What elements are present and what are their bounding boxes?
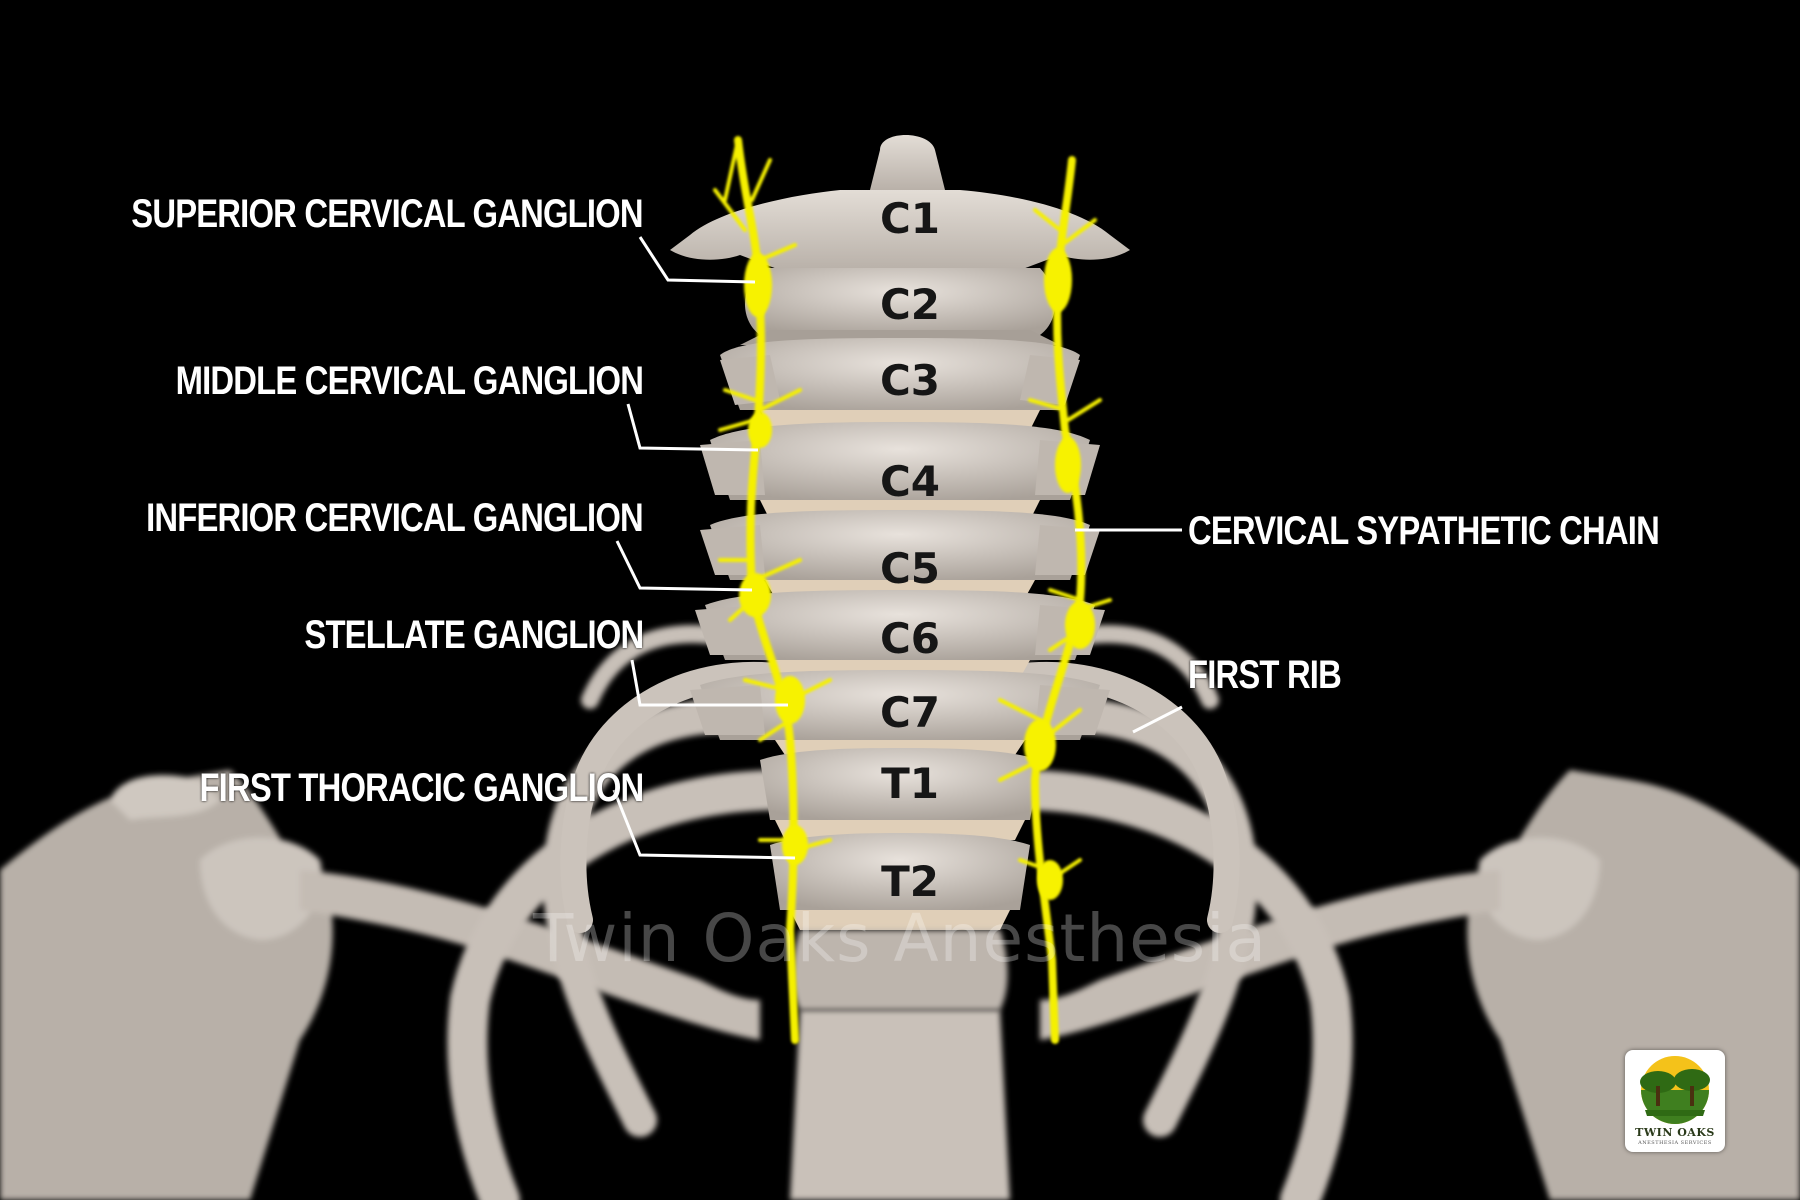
label-inferior-cervical-ganglion: INFERIOR CERVICAL GANGLION xyxy=(146,496,644,540)
vertebra-label-c2: C2 xyxy=(879,280,941,329)
leader-middle xyxy=(626,403,759,452)
watermark: Twin Oaks Anesthesia xyxy=(533,900,1267,977)
vertebra-label-c4: C4 xyxy=(879,457,941,506)
vertebra-label-c3: C3 xyxy=(879,356,941,405)
leader-rib xyxy=(1132,705,1183,734)
leader-inferior xyxy=(615,540,753,592)
label-cervical-sympathetic-chain: CERVICAL SYPATHETIC CHAIN xyxy=(1188,509,1660,553)
logo-name: TWIN OAKS xyxy=(1635,1126,1715,1139)
twin-oaks-logo: TWIN OAKS ANESTHESIA SERVICES xyxy=(1625,1050,1725,1152)
vertebra-label-t1: T1 xyxy=(881,759,939,808)
label-middle-cervical-ganglion: MIDDLE CERVICAL GANGLION xyxy=(175,359,644,403)
ganglia xyxy=(739,248,1095,900)
logo-subtitle: ANESTHESIA SERVICES xyxy=(1638,1140,1712,1146)
vertebra-label-c1: C1 xyxy=(879,194,941,243)
sternum xyxy=(790,1010,1010,1200)
leader-lines xyxy=(612,236,1183,860)
vertebra-label-c6: C6 xyxy=(879,614,941,663)
leader-thoracic xyxy=(612,789,796,860)
rib-cage xyxy=(447,625,1353,1200)
vertebra-label-t2: T2 xyxy=(881,857,939,906)
label-stellate-ganglion: STELLATE GANGLION xyxy=(304,613,644,657)
vertebra-label-c5: C5 xyxy=(879,544,941,593)
label-first-thoracic-ganglion: FIRST THORACIC GANGLION xyxy=(199,766,644,810)
leader-stellate xyxy=(630,659,788,707)
first-rib xyxy=(560,661,1240,933)
vertebra-label-c7: C7 xyxy=(879,688,941,737)
oak-tree-icon xyxy=(1640,1056,1710,1124)
label-first-rib: FIRST RIB xyxy=(1188,653,1342,697)
leader-superior xyxy=(638,236,756,284)
label-superior-cervical-ganglion: SUPERIOR CERVICAL GANGLION xyxy=(131,192,644,236)
